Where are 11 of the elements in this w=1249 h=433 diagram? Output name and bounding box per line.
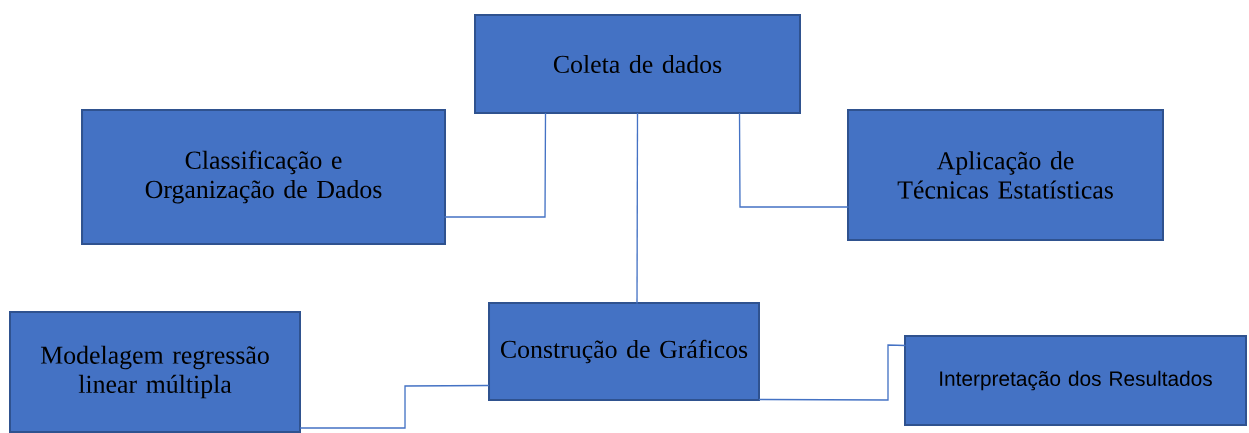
process-box: Classificação e Organização de Dados [81,109,446,245]
connector-line [758,344,907,401]
process-box: Aplicação de Técnicas Estatísticas [847,109,1164,241]
process-box: Construção de Gráficos [488,302,760,401]
connector-line [636,112,639,305]
process-box: Coleta de dados [474,14,801,114]
process-box: Modelagem regressão linear múltipla [9,311,301,433]
connector-line [443,112,547,218]
connector-line [738,112,850,208]
connector-line [299,384,490,429]
process-box: Interpretação dos Resultados [904,335,1247,426]
